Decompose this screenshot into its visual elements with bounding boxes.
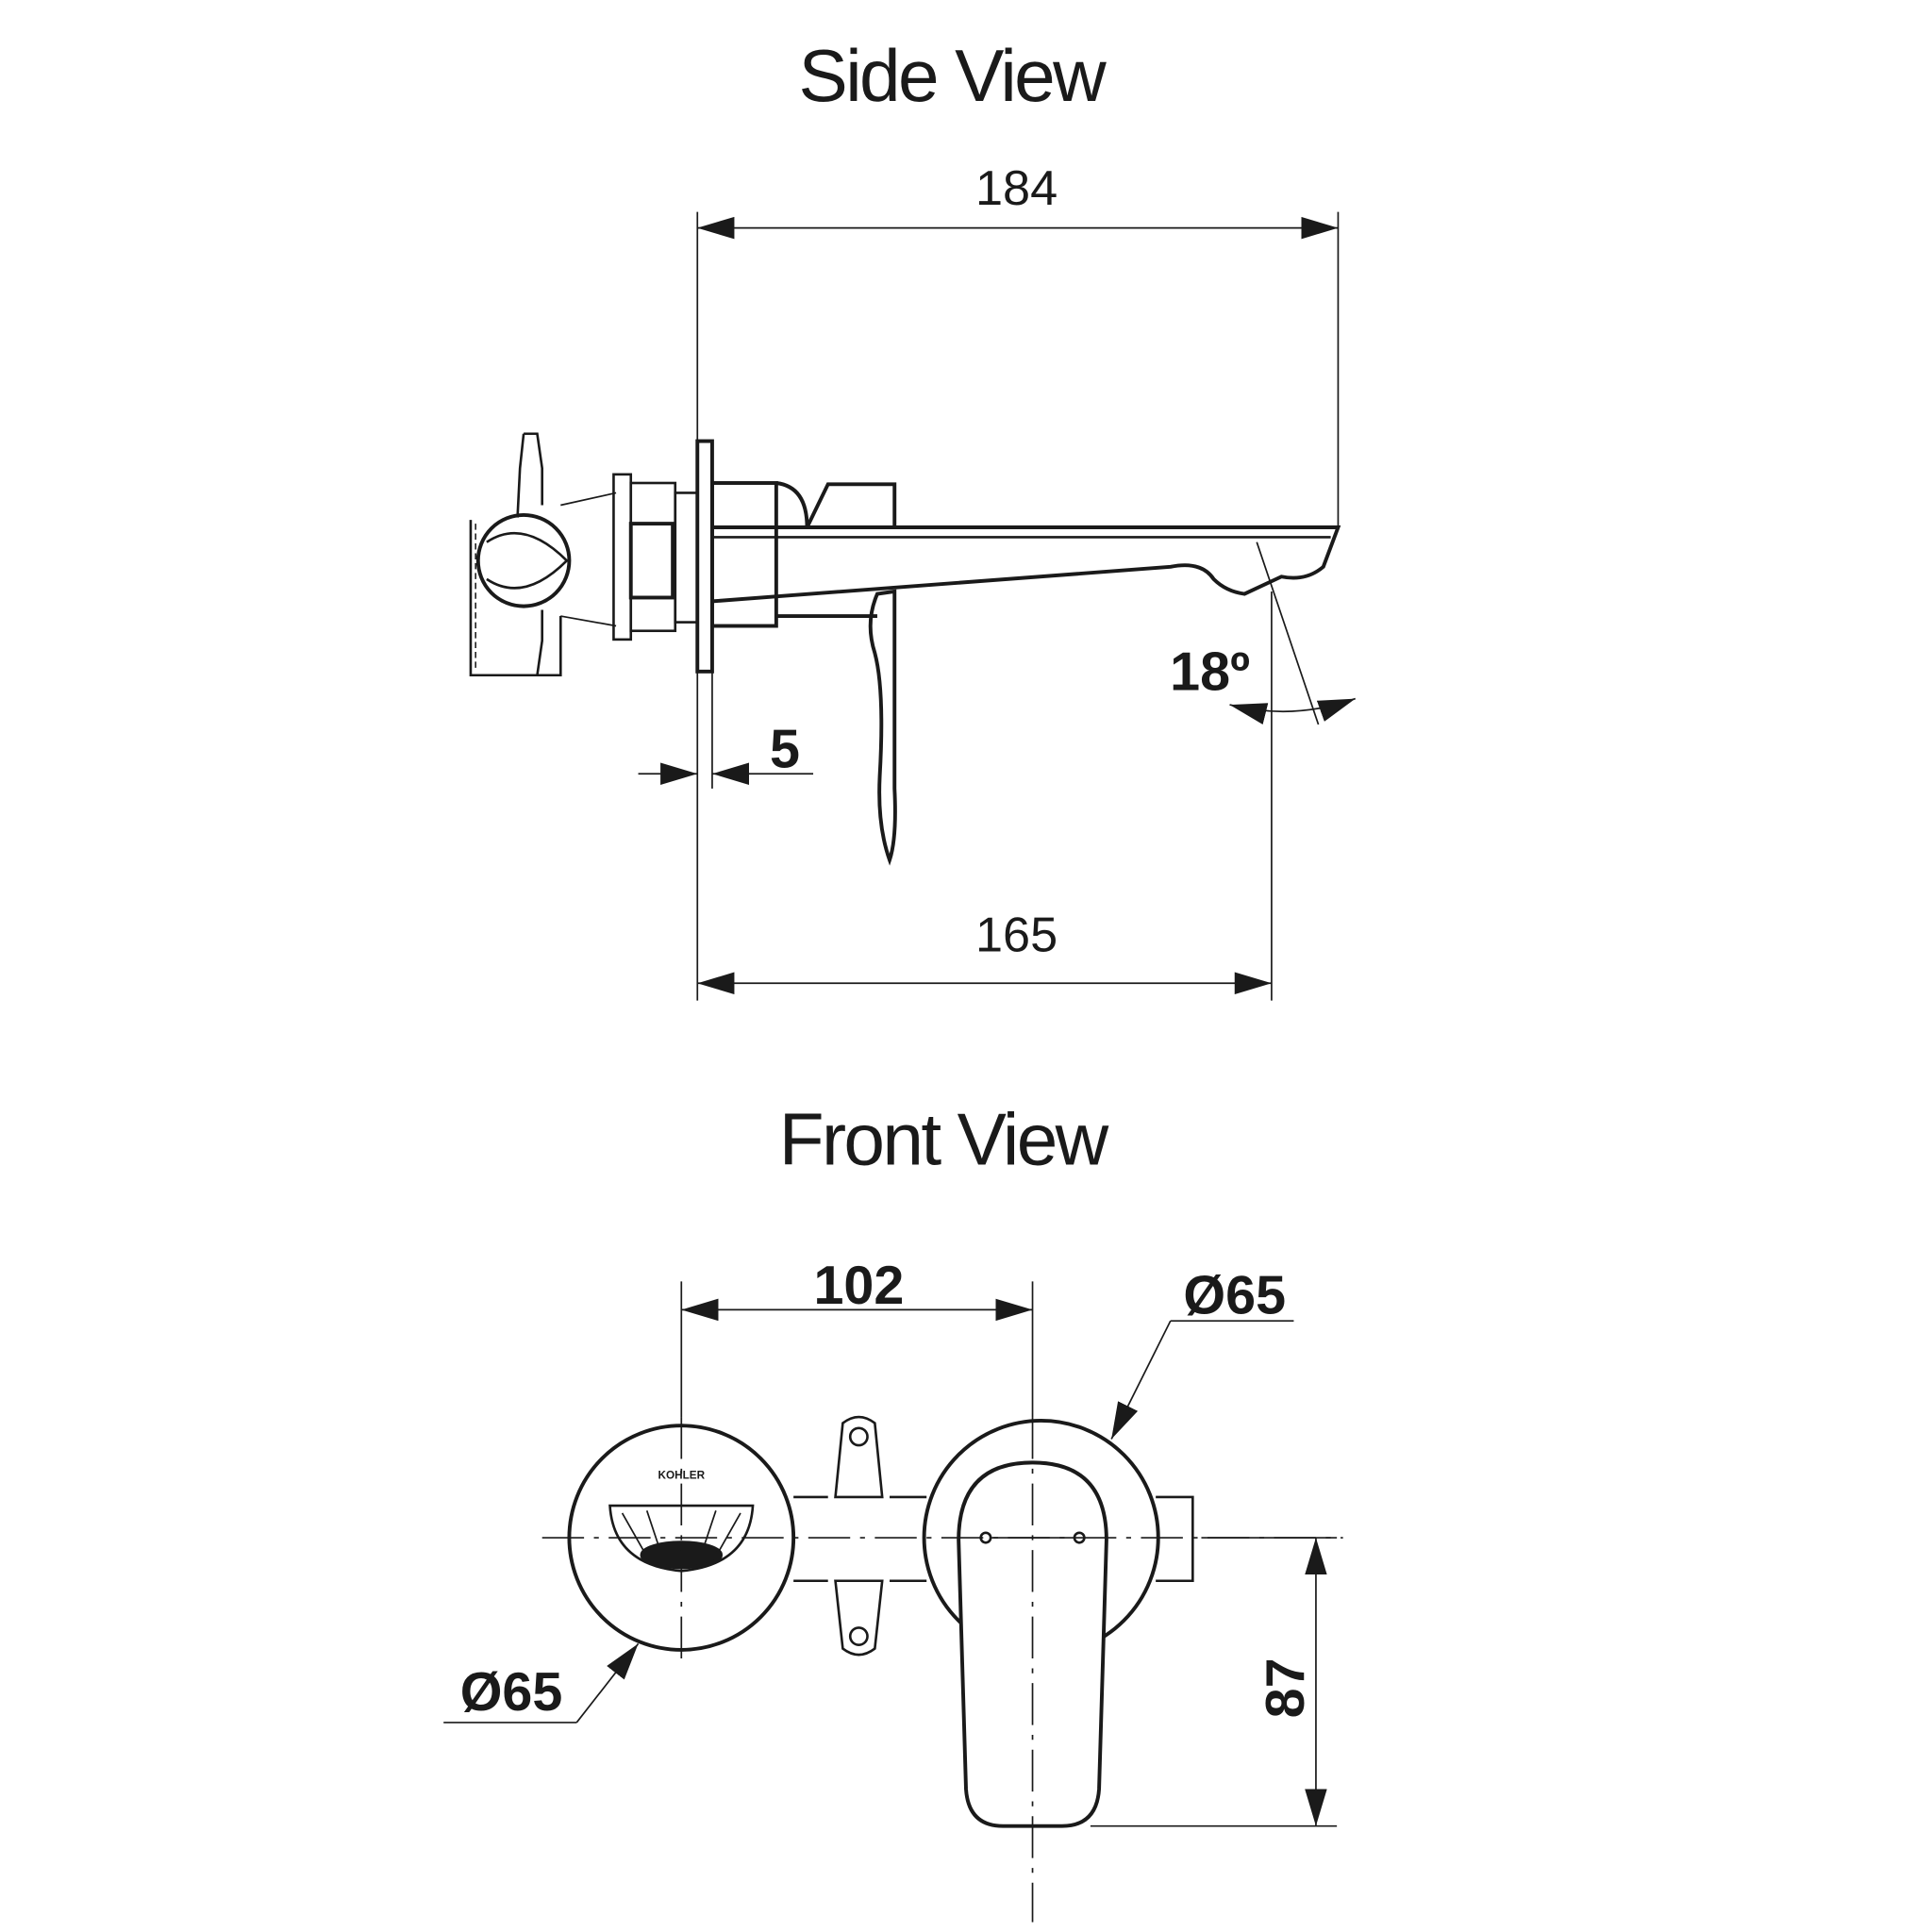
dimension-102: 102 bbox=[680, 1256, 1034, 1418]
valve-body bbox=[469, 432, 699, 677]
dimension-diameter-right: Ø65 bbox=[1110, 1265, 1294, 1440]
dimension-5: 5 bbox=[638, 671, 814, 789]
dimension-165: 165 bbox=[696, 591, 1273, 1001]
side-view: Side View 184 bbox=[469, 34, 1357, 1001]
dimension-diameter-left: Ø65 bbox=[443, 1642, 640, 1724]
wall-plate bbox=[695, 439, 714, 674]
side-view-title: Side View bbox=[799, 34, 1108, 117]
valve-body-front bbox=[793, 1415, 1194, 1657]
dimension-label-18: 18º bbox=[1170, 641, 1250, 702]
dimension-label-5: 5 bbox=[770, 720, 800, 780]
mixer-plate bbox=[922, 1418, 1160, 1828]
dimension-label-87: 87 bbox=[1256, 1657, 1316, 1718]
dimension-angle-18: 18º bbox=[1170, 541, 1357, 725]
spout bbox=[709, 481, 1341, 628]
dimension-label-165: 165 bbox=[975, 908, 1058, 962]
front-view-title: Front View bbox=[779, 1097, 1109, 1180]
front-view: Front View 102 KOHLER bbox=[443, 1097, 1343, 1923]
dimension-184: 184 bbox=[696, 161, 1340, 528]
dimension-label-102: 102 bbox=[813, 1256, 904, 1316]
dimension-label-diameter-right: Ø65 bbox=[1183, 1265, 1286, 1325]
kohler-logo: KOHLER bbox=[658, 1469, 705, 1481]
dimension-label-diameter-left: Ø65 bbox=[460, 1662, 563, 1723]
lever-side bbox=[868, 589, 897, 866]
dimension-87: 87 bbox=[1090, 1537, 1338, 1827]
dimension-label-184: 184 bbox=[975, 161, 1058, 216]
